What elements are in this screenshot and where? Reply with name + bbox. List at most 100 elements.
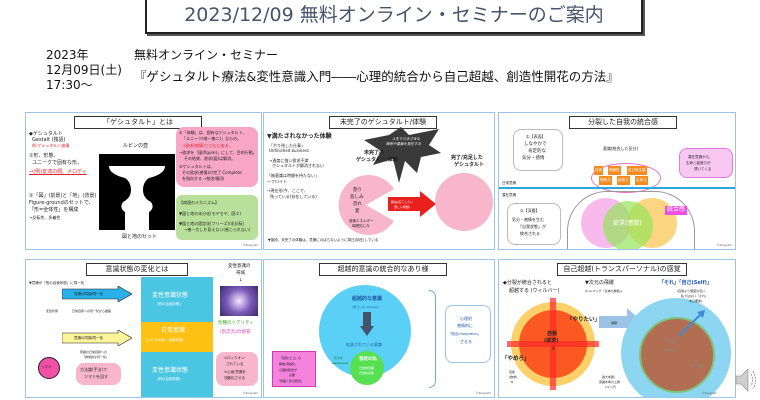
text-line: 私 [695, 359, 699, 363]
text-line: →過度に強い欲求不満 [269, 158, 309, 163]
slide-title: 「ゲシュタルト」とは [74, 116, 202, 129]
text-line: 気分・感情 [522, 156, 545, 161]
text-line: 超越する (ウィルバー) [509, 288, 560, 294]
text-line: 悲しみ [350, 195, 364, 200]
text-line: (ユング) [605, 385, 617, 389]
text-line: ①形、形態、 [29, 153, 59, 159]
chip: 生命力 [635, 176, 648, 185]
text-line: 【病理のメカニズム】 [179, 200, 219, 205]
text-line: その結果、欲求(図)は解消。 [184, 156, 236, 161]
text-line: 意識の同調/同一化 [74, 336, 104, 340]
text-line: 過大成長/ [602, 375, 616, 379]
surface-bubble: ①【表面】 しなやかで 肯定的な 気分・感情 [513, 129, 563, 171]
text-line: その欲求(感情)の完了 Complete [182, 170, 242, 175]
text-line: されている [226, 362, 244, 366]
text-line: (C.G.ユング「主体の移動」) [585, 289, 623, 293]
slide-self-transcendence: 自己超越(トランスパーソナル)の感覚 ◆分裂が統合されると 超越する (ウィルバ… [498, 259, 736, 398]
tsumami-knob [38, 357, 60, 379]
slide-consciousness-states: 意識状態の変化とは ▼意識が「別の自我状態」に同一化 意識の同調/同一化 変性状… [25, 259, 262, 398]
text-line: 変性意識状態 [152, 292, 189, 299]
copyright: ©Ikegoshi [701, 391, 717, 395]
burst-shape [364, 127, 441, 183]
text-line: 「やめろ」 [502, 356, 530, 362]
text-line: A [671, 353, 674, 357]
text-line: →反転性、多義性 [29, 215, 61, 220]
text-line: ②ゲシュタルトは、 [179, 164, 215, 169]
text-line: 方法論(手法)で [80, 367, 108, 372]
self-arrow [678, 310, 705, 337]
text-line: (欲求) [509, 375, 518, 379]
text-line: 「やりたい」 [567, 317, 601, 323]
text-line: 超越的な意識 [352, 296, 383, 302]
text-line: 帯域 [236, 271, 245, 276]
text-line: 「ユニーク(唯一無二)」なもの。 [182, 136, 242, 141]
down-arrow [360, 312, 374, 336]
text-line: (別の自我状態) [157, 377, 181, 381]
event-year: 2023年 [46, 48, 89, 62]
slide-gestalt: 「ゲシュタルト」とは ◆ゲシュタルト Gestalt (独語) 例:ゲシュタルト… [25, 112, 262, 250]
text-line: 変性意識の [228, 264, 251, 269]
resolve-arrow [388, 191, 436, 217]
text-line: 時間的に今 [352, 224, 370, 228]
slide-title: 未完了のゲシュタルト/体験 [329, 116, 437, 129]
text-line: ▼図と地の固定化(フリーズ)(非反転) [179, 221, 245, 226]
text-line: ―フロイト [267, 179, 287, 184]
text-line: →現在形(今、ここで、 [267, 188, 308, 193]
text-line: ◆分裂が統合されると [503, 280, 552, 286]
text-line: 「それ」「自己(Self)」 [659, 280, 712, 286]
text-line: 欲求(感情) [613, 220, 642, 227]
chip: 自己肯定感 [627, 166, 647, 175]
text-line: しなやかで [524, 142, 547, 147]
text-line: 肯定的な [528, 149, 546, 154]
speaker-icon[interactable] [734, 365, 756, 395]
text-line: 心理的統合が [279, 368, 298, 372]
slide-unfinished-gestalt: 未完了のゲシュタルト/体験 ▼満たされなかった体験 「やり残した仕事」 Unfi… [263, 112, 495, 250]
horizontal-arrow [507, 341, 599, 347]
slide-transcendent-consciousness: 超越的意識の統合的なあり様 超越的な意識 (見ている witness) 拡張され… [263, 259, 495, 398]
text-line: B [697, 369, 700, 373]
text-line: 愛 [355, 209, 360, 214]
text-line: 「自我状態」が [518, 224, 546, 229]
text-line: 意識(統合した気分) [603, 146, 639, 151]
text-line: A [552, 346, 555, 351]
text-line: 飛躍 [611, 321, 618, 325]
slide-title: 超越的意識の統合的なあり様 [319, 263, 447, 276]
text-line: 完了/充足した [451, 155, 483, 161]
text-line: ①ロックオン [224, 356, 245, 360]
text-line: awareness [332, 361, 349, 365]
text-line: 感情エネルギー [349, 219, 374, 223]
text-line: ◆ゲシュタルト [29, 131, 63, 137]
text-line: (別の自我状態) [157, 302, 181, 306]
text-line: 自我 [547, 331, 558, 337]
text-line: 意識の日常自我への [80, 350, 108, 354]
text-line: 湧いてくる [694, 167, 712, 171]
text-line: 気づき [334, 356, 344, 360]
text-line: 解放/流動化、 [279, 362, 299, 366]
everyday-self-circle [350, 351, 384, 385]
text-line: 普段の私 [359, 357, 377, 362]
event-type: 無料オンライン・セミナー [134, 48, 279, 62]
chip: 積極性 [608, 166, 621, 175]
event-date: 12月09日(土) [46, 63, 122, 77]
text-line: 日常的自我 [359, 371, 375, 375]
chip: 想像力 [599, 176, 612, 185]
text-line: ▼次元の飛躍 [585, 280, 614, 286]
chip: 自信 [594, 166, 603, 175]
rubin-vase-image [99, 154, 175, 230]
slide-split-ego: 分裂した自我の統合感 ①【表面】 しなやかで 肯定的な 気分・感情 意識(統合し… [498, 112, 736, 250]
slide-title: 分裂した自我の統合感 [569, 116, 677, 129]
text-line: 例:ゲシュタルト崩壊 [32, 143, 70, 148]
text-line: 感情的に [457, 323, 473, 328]
altered-band-image [220, 286, 258, 316]
integration-label: 統合感 [665, 206, 688, 215]
text-line: 変性意識状態 [152, 367, 189, 374]
text-line: ゲシュタルト [454, 162, 485, 168]
text-line: 人生でさまざまな [392, 137, 420, 141]
text-line: (自我より価値の高い、 [677, 289, 709, 293]
text-line: 自我(欲求) [691, 364, 706, 368]
text-line: 気分・感情を生む [512, 217, 544, 222]
text-line: →欲求を「図(figure)」にして、目的行動。 [179, 150, 257, 155]
text-line: ↓ [239, 278, 243, 283]
text-line: ツマミ [41, 365, 52, 369]
text-line: 私ではない「それ」 [681, 294, 709, 298]
